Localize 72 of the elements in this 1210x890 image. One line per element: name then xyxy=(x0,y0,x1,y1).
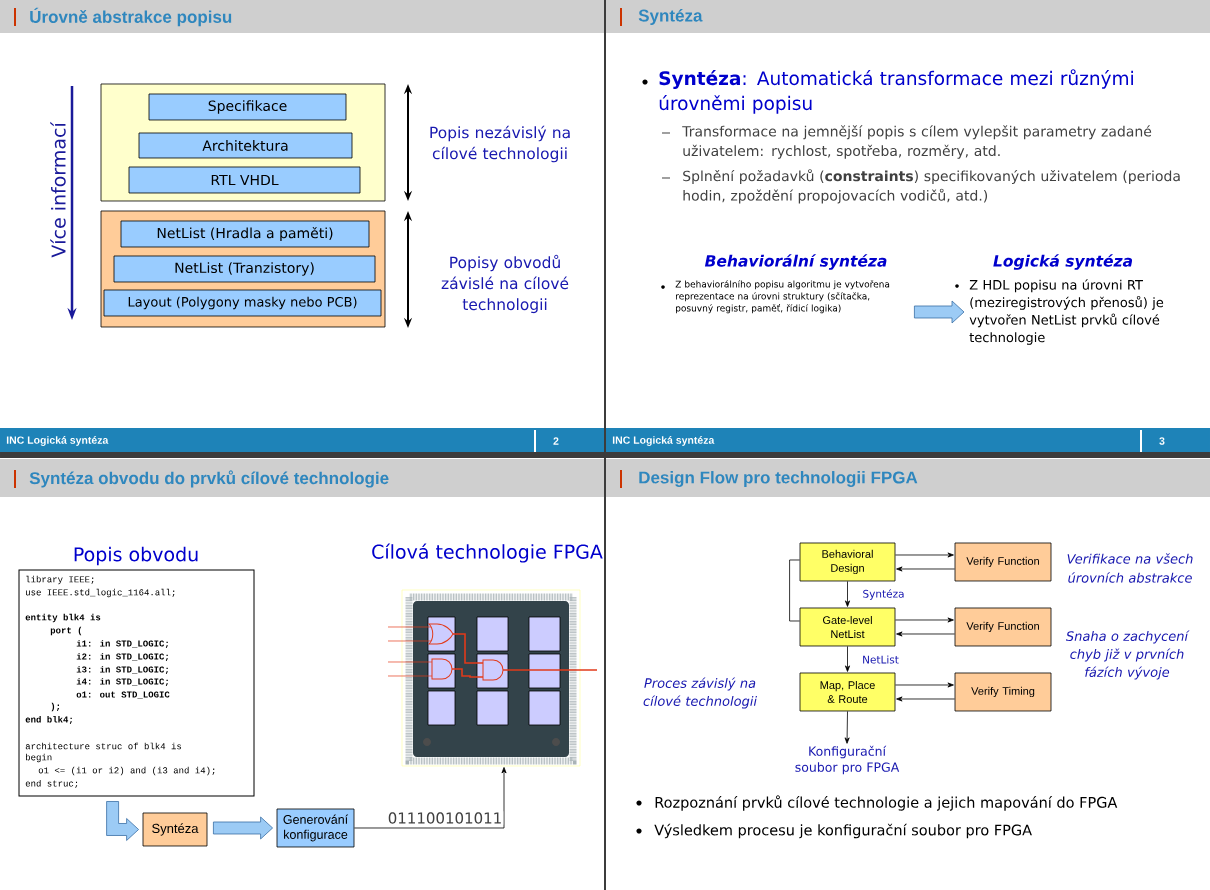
bullet-text: Rozpoznání prvků cílové technologie a jejich mapování do FPGA xyxy=(655,795,1118,811)
process-box: Verify Function xyxy=(954,542,1052,582)
code-line: i3: in STD_LOGIC; xyxy=(76,665,168,675)
code-line: i1: in STD_LOGIC; xyxy=(76,639,168,649)
code-line: o1 <= (i1 or i2) and (i3 and i4); xyxy=(38,766,215,776)
edge-label: NetList xyxy=(861,654,900,665)
bullet-text: Z behaviorálního popisu algoritmu je vytvořena reprezentace na úrovni struktury (sčítačka, posuvný registr, paměť, řídicí logika) xyxy=(675,280,890,314)
heading: Behaviorální syntéza xyxy=(704,254,887,270)
bullet-text: Z HDL popisu na úrovni RT (meziregistrových přenosů) je vytvořen NetList prvků cílové technologie xyxy=(969,279,1164,345)
level-box: RTL VHDL xyxy=(128,166,361,194)
level-box: Specifikace xyxy=(148,93,347,121)
block-arrow xyxy=(106,801,139,841)
process-box: Behavioral Design xyxy=(799,542,896,582)
arrow xyxy=(896,566,955,572)
arrow xyxy=(354,767,507,829)
block-arrow xyxy=(914,300,965,324)
process-box: Map, Place & Route xyxy=(799,672,896,712)
bullet-text: Transformace na jemnější popis s cílem vylepšit parametry zadané uživatelem: rychlost, spotřeba, rozměry, atd. xyxy=(682,125,1152,159)
process-box: Verify Timing xyxy=(954,672,1052,712)
edge-label: 011100101011 xyxy=(386,811,504,825)
footer-text: INC Logická syntéza xyxy=(612,436,715,446)
code-line: port ( xyxy=(50,626,82,636)
code-line: architecture struc of blk4 is xyxy=(25,742,182,750)
process-box: Gate-level NetList xyxy=(799,607,896,647)
heading: Logická syntéza xyxy=(993,254,1133,270)
code-line: end struc; xyxy=(25,779,78,789)
arrow xyxy=(896,696,955,702)
arrow xyxy=(844,711,850,744)
side-note: Popisy obvodů závislé na cílové technologii xyxy=(441,254,569,314)
arrow xyxy=(895,552,954,558)
axis-label: Více informací xyxy=(50,121,66,258)
process-box: Syntéza xyxy=(142,812,208,847)
side-note: Snaha o zachycení chyb již v prvních fázích vývoje xyxy=(1066,630,1190,680)
page-number: 3 xyxy=(1159,437,1165,445)
bullet-text: Splnění požadavků (constraints) specifikovaných uživatelem (perioda hodin, zpoždění propojovacích vodičů, atd.) xyxy=(683,169,1180,204)
side-note: Proces závislý na cílové technologii xyxy=(643,677,757,709)
code-line: end blk4; xyxy=(25,715,72,725)
arrow xyxy=(895,617,954,623)
edge-label: Syntéza xyxy=(861,588,906,601)
code-line: entity blk4 is xyxy=(25,613,101,623)
heading: Popis obvodu xyxy=(74,546,198,566)
slide-title: Syntéza obvodu do prvků cílové technologie xyxy=(29,470,389,488)
arrow xyxy=(895,682,954,688)
bullet-text: Syntéza: Automatická transformace mezi různými úrovněmi popisu xyxy=(659,69,1133,114)
code-line: use IEEE.std_logic_1164.all; xyxy=(26,588,175,598)
process-box: Generování konfigurace xyxy=(276,808,355,848)
level-box: Architektura xyxy=(138,132,353,159)
footer-text: INC Logická syntéza xyxy=(6,436,109,446)
code-line: o1: out STD_LOGIC xyxy=(76,691,170,699)
code-line: ); xyxy=(51,702,60,712)
code-line: begin xyxy=(26,753,52,763)
side-note: Popis nezávislý na cílové technologii xyxy=(430,125,570,163)
slide-title: Design Flow pro technologii FPGA xyxy=(639,471,918,487)
code-line: i2: in STD_LOGIC; xyxy=(76,652,168,662)
process-box: Verify Function xyxy=(954,607,1052,647)
block-arrow xyxy=(213,816,273,840)
level-box: NetList (Tranzistory) xyxy=(113,255,376,283)
bracket-line xyxy=(789,559,800,622)
heading: Cílová technologie FPGA xyxy=(372,543,603,563)
arrow xyxy=(896,631,955,637)
bullet-text: Výsledkem procesu je konfigurační soubor pro FPGA xyxy=(654,823,1032,839)
side-note: Verifikace na všech úrovních abstrakce xyxy=(1067,553,1193,583)
slide-title: Úrovně abstrakce popisu xyxy=(30,7,232,27)
output-label: Konfigurační soubor pro FPGA xyxy=(795,745,900,775)
slide-title: Syntéza xyxy=(638,9,703,25)
arrow xyxy=(845,581,850,607)
page-number: 2 xyxy=(553,437,559,445)
level-box: NetList (Hradla a paměti) xyxy=(120,220,370,248)
code-line: i4: in STD_LOGIC; xyxy=(76,677,168,687)
arrow xyxy=(845,646,850,672)
code-line: library IEEE; xyxy=(26,575,94,585)
level-box: Layout (Polygony masky nebo PCB) xyxy=(103,289,382,317)
